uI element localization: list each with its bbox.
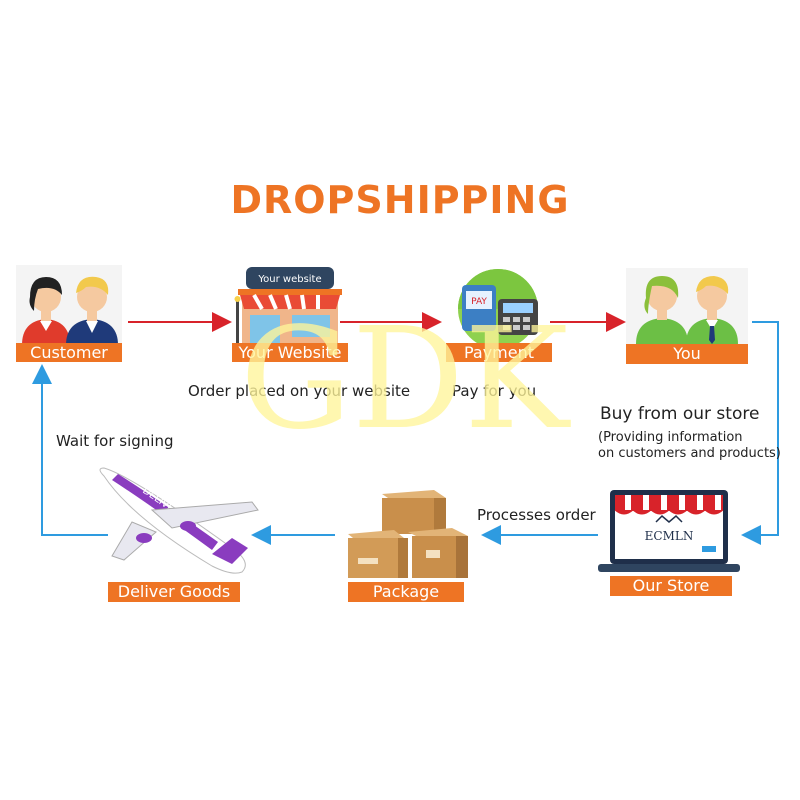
storefront-icon: Your website <box>234 267 342 345</box>
cardboard-boxes-icon <box>348 490 468 578</box>
customer-label: Customer <box>16 343 122 362</box>
caption-buy-from-store: Buy from our store <box>600 404 760 424</box>
website-node: Your website Your Website <box>232 265 348 362</box>
caption-processes-order: Processes order <box>477 506 596 524</box>
you-label: You <box>626 344 748 364</box>
payment-node: PAY Payment <box>440 265 552 362</box>
customer-node: Customer <box>16 265 122 362</box>
caption-providing-1: (Providing information <box>598 430 743 445</box>
two-person-icon <box>626 268 748 344</box>
svg-text:PAY: PAY <box>471 297 487 307</box>
arrow-deliver-to-customer <box>32 364 108 536</box>
payment-label: Payment <box>446 343 552 362</box>
two-person-icon <box>16 265 122 345</box>
you-node: You <box>626 268 748 364</box>
arrow-you-to-store <box>741 321 779 545</box>
caption-pay-for-you: Pay for you <box>452 382 537 400</box>
package-label: Package <box>348 582 464 602</box>
airplane-icon: DELIVERY <box>99 467 259 574</box>
website-label: Your Website <box>232 343 348 362</box>
store-label: Our Store <box>610 576 732 596</box>
store-node: ECMLN Our Store <box>598 484 740 596</box>
diagram-title: DROPSHIPPING <box>230 178 570 222</box>
caption-providing-2: on customers and products) <box>598 446 781 461</box>
store-brand-text: ECMLN <box>645 529 694 543</box>
package-node: Package <box>342 488 470 602</box>
payment-terminal-icon: PAY <box>458 269 538 349</box>
deliver-label: Deliver Goods <box>108 582 240 602</box>
laptop-store-icon: ECMLN <box>598 490 740 572</box>
website-sign-text: Your website <box>257 274 321 285</box>
caption-wait-signing: Wait for signing <box>56 432 174 450</box>
deliver-node: DELIVERY Deliver Goods <box>92 462 262 602</box>
caption-order-placed: Order placed on your website <box>188 382 411 400</box>
